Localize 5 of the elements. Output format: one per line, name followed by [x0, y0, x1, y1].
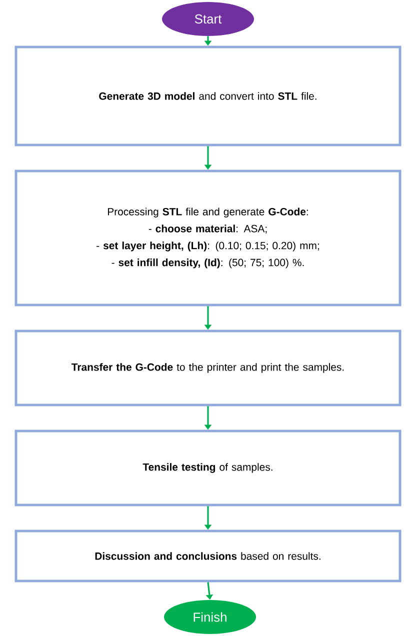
- process-box: Generate 3D model and convert into STL file.: [14, 46, 402, 146]
- process-box: Processing STL file and generate G-Code: - choose material: ASA; - set layer height, (Lh): (0.10; 0.15; 0.20) mm; - set infill density, (Id): (50; 75; 100) %.: [14, 170, 402, 306]
- process-box: Transfer the G-Code to the printer and print the samples.: [14, 330, 402, 406]
- process-box: Discussion and conclusions based on results.: [14, 530, 402, 582]
- process-box: Tensile testing of samples.: [14, 430, 402, 506]
